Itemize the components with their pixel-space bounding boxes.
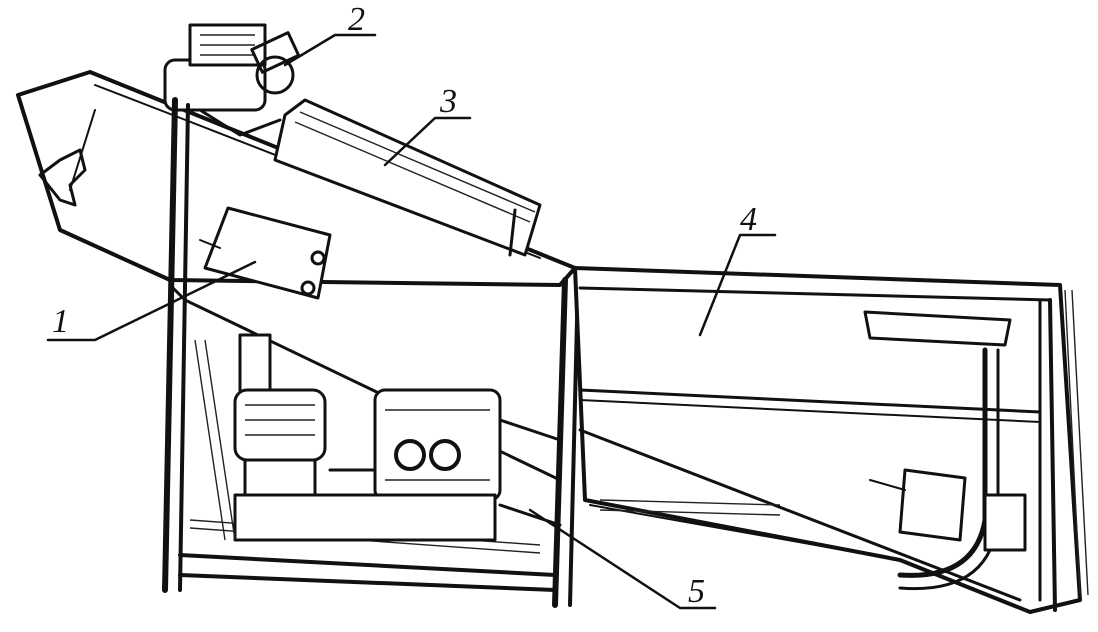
leader-4 <box>698 233 777 337</box>
hood-cover <box>273 98 542 257</box>
leader-5 <box>528 508 717 610</box>
leader-3 <box>383 116 472 167</box>
callout-1: 1 <box>52 303 69 340</box>
callout-4: 4 <box>740 201 757 238</box>
callout-5: 5 <box>688 573 705 610</box>
lower-drive-unit <box>194 333 562 542</box>
leader-1 <box>46 260 257 342</box>
callout-3: 3 <box>439 83 457 120</box>
tank-bath <box>573 266 1089 614</box>
leader-lines <box>46 33 777 610</box>
top-drive-motor <box>163 23 301 137</box>
callout-2: 2 <box>348 1 365 38</box>
leader-2 <box>283 33 377 67</box>
control-box <box>199 206 332 300</box>
